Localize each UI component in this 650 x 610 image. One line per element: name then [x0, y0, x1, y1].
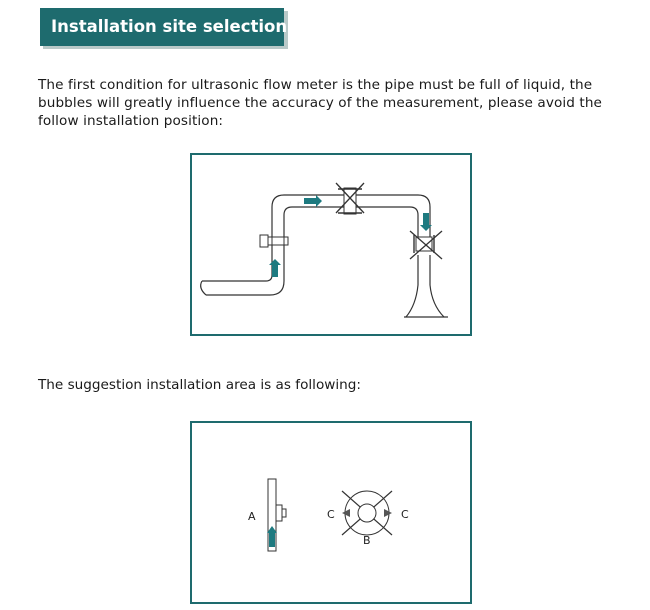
suggestion-text: The suggestion installation area is as f… — [38, 377, 361, 393]
arrow-up — [269, 259, 281, 277]
suggested-installation-figure: A C C B — [190, 421, 472, 604]
pipe-leg-left — [405, 255, 419, 318]
label-c-right: C — [401, 508, 409, 521]
pipe-leg-right — [429, 255, 445, 318]
pipe-open-end — [200, 280, 207, 296]
arrow-right — [304, 195, 322, 207]
right-sensor-crossed — [409, 230, 443, 260]
top-sensor-crossed — [335, 182, 365, 215]
label-c-left: C — [327, 508, 335, 521]
pipe-outer-line — [202, 194, 431, 282]
cross-section — [341, 490, 393, 536]
flow-arrows — [269, 195, 432, 277]
pipe-diagram — [200, 182, 448, 318]
avoid-installation-figure — [190, 153, 472, 336]
vertical-pipe-a — [267, 478, 287, 552]
left-sensor-b — [267, 236, 289, 246]
left-sensor-a — [259, 234, 269, 248]
suggested-diagram: A C C B — [248, 478, 409, 552]
arrow-down — [420, 213, 432, 231]
label-a: A — [248, 510, 256, 523]
intro-paragraph: The first condition for ultrasonic flow … — [38, 77, 603, 129]
pipe-inner-line — [206, 206, 419, 296]
label-b: B — [363, 534, 371, 547]
arrow-up-icon — [267, 526, 277, 547]
section-title: Installation site selection — [40, 8, 287, 46]
